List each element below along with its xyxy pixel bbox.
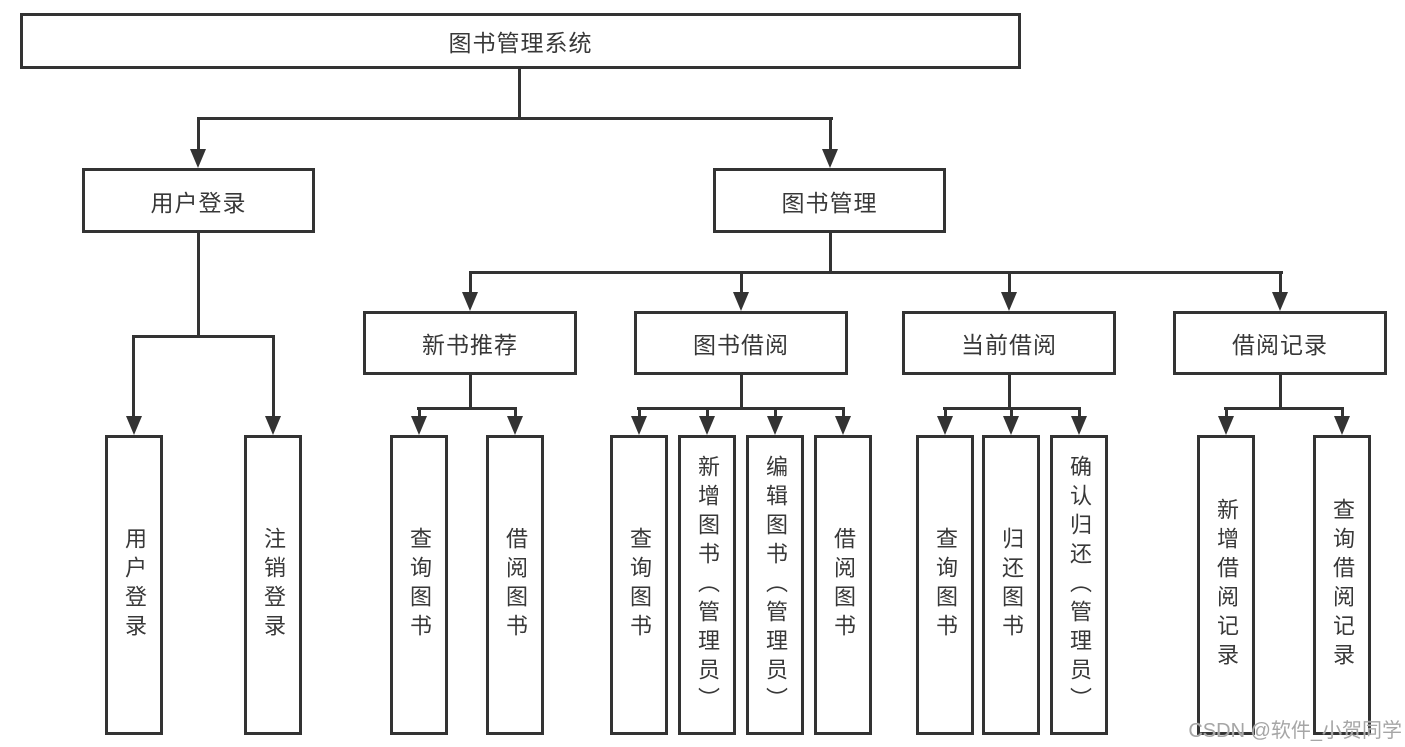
leaf-label: 注销登录 (261, 527, 286, 643)
connector-line (774, 407, 777, 419)
arrow-down-icon (1272, 292, 1288, 311)
node-label: 图书借阅 (693, 332, 789, 358)
connector-line (706, 407, 709, 419)
leaf-query-books-borrowing: 查询图书 (610, 435, 668, 735)
leaf-query-books-recommend: 查询图书 (390, 435, 448, 735)
node-label: 图书管理系统 (448, 30, 593, 56)
connector-line (944, 407, 947, 419)
arrow-down-icon (822, 149, 838, 168)
arrow-down-icon (699, 416, 715, 435)
leaf-label: 查询图书 (627, 527, 652, 643)
connector-line (740, 375, 743, 410)
leaf-label: 归还图书 (999, 527, 1024, 643)
node-borrowing-records: 借阅记录 (1173, 311, 1387, 375)
connector-line (1224, 407, 1344, 410)
arrow-down-icon (835, 416, 851, 435)
arrow-down-icon (937, 416, 953, 435)
node-user-login: 用户登录 (82, 168, 315, 233)
connector-line (272, 335, 275, 418)
connector-line (1341, 407, 1344, 419)
connector-line (1008, 271, 1011, 295)
leaf-label: 新增借阅记录 (1214, 498, 1239, 672)
connector-line (418, 407, 421, 419)
arrow-down-icon (507, 416, 523, 435)
node-label: 新书推荐 (422, 332, 518, 358)
leaf-borrow-books-recommend: 借阅图书 (486, 435, 544, 735)
arrow-down-icon (1218, 416, 1234, 435)
connector-line (638, 407, 641, 419)
arrow-down-icon (1003, 416, 1019, 435)
leaf-return-books: 归还图书 (982, 435, 1040, 735)
connector-line (469, 375, 472, 410)
arrow-down-icon (1001, 292, 1017, 311)
arrow-down-icon (265, 416, 281, 435)
node-new-book-recommendation: 新书推荐 (363, 311, 577, 375)
connector-line (469, 271, 1283, 274)
leaf-query-borrow-record: 查询借阅记录 (1313, 435, 1371, 735)
arrow-down-icon (631, 416, 647, 435)
connector-line (197, 233, 200, 338)
connector-line (417, 407, 517, 410)
leaf-add-books-admin: 新增图书（管理员） (678, 435, 736, 735)
csdn-watermark: CSDN @软件_小贺同学 (1188, 720, 1402, 742)
node-book-management: 图书管理 (713, 168, 946, 233)
leaf-add-borrow-record: 新增借阅记录 (1197, 435, 1255, 735)
arrow-down-icon (733, 292, 749, 311)
connector-line (514, 407, 517, 419)
leaf-borrow-books: 借阅图书 (814, 435, 872, 735)
leaf-label: 确认归还（管理员） (1067, 454, 1092, 716)
leaf-label: 编辑图书（管理员） (763, 454, 788, 716)
leaf-label: 用户登录 (122, 527, 147, 643)
node-label: 当前借阅 (961, 332, 1057, 358)
leaf-label: 借阅图书 (503, 527, 528, 643)
node-library-management-system: 图书管理系统 (20, 13, 1021, 69)
leaf-query-books-current: 查询图书 (916, 435, 974, 735)
connector-line (132, 335, 275, 338)
node-label: 借阅记录 (1232, 332, 1328, 358)
node-label: 图书管理 (781, 189, 878, 216)
connector-line (132, 335, 135, 418)
connector-line (842, 407, 845, 419)
connector-line (829, 117, 832, 150)
arrow-down-icon (1334, 416, 1350, 435)
leaf-user-login: 用户登录 (105, 435, 163, 735)
connector-line (518, 69, 521, 119)
connector-line (1225, 407, 1228, 419)
connector-line (1279, 271, 1282, 295)
connector-line (1279, 375, 1282, 410)
leaf-edit-books-admin: 编辑图书（管理员） (746, 435, 804, 735)
connector-line (829, 233, 832, 274)
connector-line (1078, 407, 1081, 419)
leaf-logout: 注销登录 (244, 435, 302, 735)
arrow-down-icon (190, 149, 206, 168)
leaf-confirm-return-admin: 确认归还（管理员） (1050, 435, 1108, 735)
leaf-label: 新增图书（管理员） (695, 454, 720, 716)
node-label: 用户登录 (150, 189, 247, 216)
node-current-borrowing: 当前借阅 (902, 311, 1116, 375)
connector-line (637, 407, 845, 410)
leaf-label: 查询图书 (933, 527, 958, 643)
arrow-down-icon (1071, 416, 1087, 435)
connector-line (740, 271, 743, 295)
leaf-label: 查询图书 (407, 527, 432, 643)
leaf-label: 查询借阅记录 (1330, 498, 1355, 672)
connector-line (197, 117, 200, 150)
arrow-down-icon (462, 292, 478, 311)
connector-line (197, 117, 833, 120)
connector-line (1010, 407, 1013, 419)
arrow-down-icon (126, 416, 142, 435)
arrow-down-icon (411, 416, 427, 435)
leaf-label: 借阅图书 (831, 527, 856, 643)
arrow-down-icon (767, 416, 783, 435)
connector-line (469, 271, 472, 295)
node-book-borrowing: 图书借阅 (634, 311, 848, 375)
connector-line (1008, 375, 1011, 410)
